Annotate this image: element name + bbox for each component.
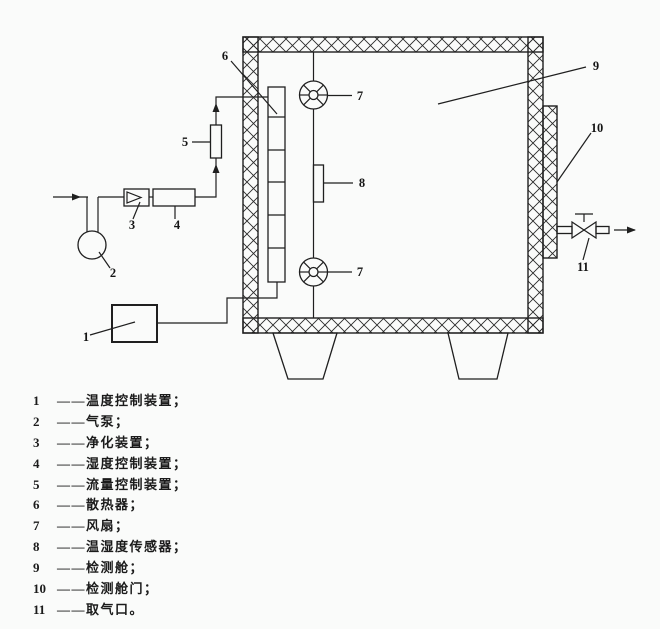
legend-num: 8	[33, 539, 40, 555]
outlet-arrow-icon	[627, 226, 636, 234]
heat-sink-fins	[268, 116, 285, 249]
callout-4: 4	[174, 218, 181, 232]
callout-5: 5	[182, 135, 188, 149]
temperature-control-box	[111, 304, 158, 343]
legend-item-4: 4 ——湿度控制装置；	[33, 454, 188, 475]
callout-7-top: 7	[357, 89, 363, 103]
legend-dash: ——	[57, 497, 86, 513]
callout-9: 9	[593, 59, 599, 73]
legend-text: 检测舱；	[86, 560, 145, 576]
legend-item-2: 2 ——气泵；	[33, 412, 188, 433]
chamber-diagram: 1 2 3 4 5 6 7 7 8 9 10 11	[53, 36, 636, 380]
temp-humidity-sensor	[312, 164, 325, 203]
legend-num: 3	[33, 434, 40, 450]
legend-num: 5	[33, 476, 40, 492]
chamber-leg-left	[272, 332, 338, 380]
callout-1: 1	[83, 330, 89, 344]
chamber-wall-top	[242, 36, 544, 53]
callout-6: 6	[222, 49, 228, 63]
legend-dash: ——	[57, 581, 86, 597]
legend-dash: ——	[57, 413, 86, 429]
legend-dash: ——	[57, 393, 86, 408]
flow-control-meter	[209, 124, 223, 159]
legend-item-8: 8 ——温湿度传感器；	[33, 537, 188, 558]
callout-11: 11	[577, 260, 589, 274]
legend-item-1: 1 ——温度控制装置；	[33, 391, 188, 412]
legend-text: 温湿度传感器；	[86, 539, 188, 555]
legend-text: 散热器；	[86, 497, 145, 513]
legend-text: 湿度控制装置；	[86, 455, 188, 471]
legend-item-9: 9 ——检测舱；	[33, 558, 188, 579]
legend-dash: ——	[57, 560, 86, 576]
flow-arrow-lower-icon	[212, 164, 220, 173]
chamber-door	[542, 105, 558, 259]
legend-dash: ——	[57, 476, 86, 492]
callout-3: 3	[129, 218, 135, 232]
legend-num: 6	[33, 497, 40, 513]
inlet-arrow-icon	[72, 193, 81, 201]
callout-10: 10	[591, 121, 604, 135]
control-line	[157, 282, 278, 324]
legend-item-6: 6 ——散热器；	[33, 495, 188, 516]
legend-item-10: 10 ——检测舱门；	[33, 579, 188, 600]
legend-item-3: 3 ——净化装置；	[33, 433, 188, 454]
callout-2: 2	[110, 266, 116, 280]
legend-num: 7	[33, 518, 40, 534]
legend-dash: ——	[57, 455, 86, 471]
legend-text: 气泵；	[86, 413, 130, 429]
heat-sink	[267, 86, 286, 283]
purifier-triangle-icon	[126, 191, 143, 204]
callout-8: 8	[359, 176, 365, 190]
component-legend: 1——温度控制装置； 2——气泵； 3——净化装置； 4——湿度控制装置； 5—…	[33, 391, 188, 621]
legend-text: 风扇；	[86, 518, 130, 534]
legend-num: 10	[33, 581, 46, 597]
legend-item-5: 5 ——流量控制装置；	[33, 475, 188, 496]
legend-dash: ——	[57, 601, 86, 617]
legend-num: 1	[33, 393, 40, 408]
legend-text: 净化装置；	[86, 434, 159, 450]
flow-arrow-upper-icon	[212, 103, 220, 112]
air-pump-symbol	[77, 230, 107, 260]
legend-dash: ——	[57, 434, 86, 450]
legend-text: 取气口。	[86, 601, 145, 617]
fan-top-icon	[298, 80, 329, 110]
chamber-wall-left	[242, 36, 259, 334]
legend-text: 检测舱门；	[86, 581, 159, 597]
legend-dash: ——	[57, 518, 86, 534]
legend-text: 温度控制装置；	[86, 393, 188, 408]
legend-num: 2	[33, 413, 40, 429]
legend-num: 9	[33, 560, 40, 576]
chamber-leg-right	[447, 332, 509, 380]
legend-num: 11	[33, 601, 46, 617]
humidity-control-box	[152, 188, 196, 207]
callout-7-bottom: 7	[357, 265, 363, 279]
chamber-wall-bottom	[242, 317, 544, 334]
sampling-port-valve	[556, 213, 636, 240]
purifier-box	[123, 188, 150, 207]
legend-item-11: 11 ——取气口。	[33, 600, 188, 621]
legend-num: 4	[33, 455, 40, 471]
callout-lines	[89, 60, 592, 336]
legend-text: 流量控制装置；	[86, 476, 188, 492]
legend-item-7: 7 ——风扇；	[33, 516, 188, 537]
legend-dash: ——	[57, 539, 86, 555]
fan-bottom-icon	[298, 257, 329, 287]
